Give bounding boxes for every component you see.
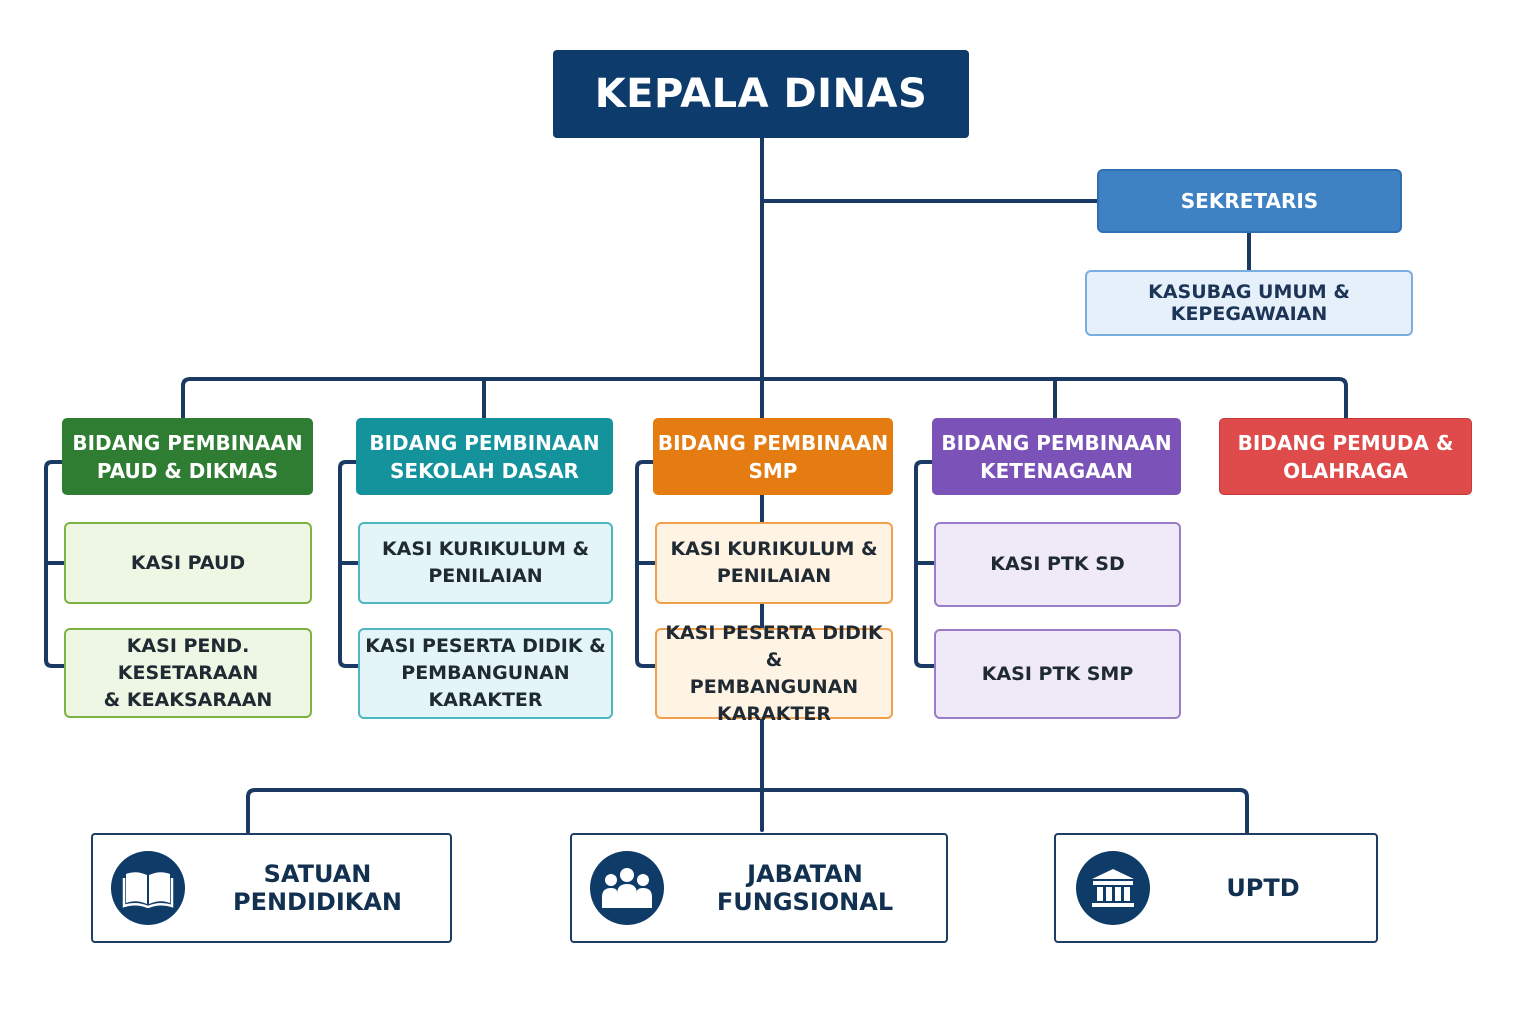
bidang-smp[interactable]: BIDANG PEMBINAAN SMP	[653, 418, 893, 495]
kasi-kesetaraan[interactable]: KASI PEND. KESETARAAN & KEAKSARAAN	[64, 628, 312, 718]
bidang-line1: BIDANG PEMBINAAN	[369, 430, 600, 455]
kasi-line2: PEMBANGUNAN KARAKTER	[401, 662, 570, 711]
unit-uptd[interactable]: UPTD	[1054, 833, 1378, 943]
unit-label: UPTD	[1226, 874, 1300, 902]
bidang-line2: OLAHRAGA	[1283, 458, 1408, 483]
kasi-line1: KASI PTK SD	[990, 553, 1125, 575]
kasi-peserta-didik-smp[interactable]: KASI PESERTA DIDIK &PEMBANGUNAN KARAKTER	[655, 622, 893, 725]
book-icon	[111, 851, 185, 925]
kasi-line1: KASI PEND. KESETARAAN	[117, 634, 259, 684]
head-box[interactable]: KEPALA DINAS	[553, 50, 969, 138]
head-title: KEPALA DINAS	[594, 71, 928, 117]
bidang-line1: BIDANG PEMBINAAN	[657, 430, 889, 455]
bidang-pemuda-olahraga[interactable]: BIDANG PEMUDA & OLAHRAGA	[1219, 418, 1472, 495]
bidang-line1: BIDANG PEMBINAAN	[72, 430, 303, 455]
kasi-peserta-didik-sd[interactable]: KASI PESERTA DIDIK & PEMBANGUNAN KARAKTER	[358, 628, 613, 719]
kasi-line2: PEMBANGUNAN KARAKTER	[689, 675, 859, 725]
bidang-line2: PAUD & DIKMAS	[96, 458, 279, 483]
unit-satuan-pendidikan[interactable]: SATUAN PENDIDIKAN	[91, 833, 452, 943]
bidang-line1: BIDANG PEMBINAAN	[941, 430, 1172, 455]
secretary-box[interactable]: SEKRETARIS	[1097, 169, 1402, 233]
bidang-ketenagaan[interactable]: BIDANG PEMBINAAN KETENAGAAN	[932, 418, 1181, 495]
kasi-line1: KASI PAUD	[130, 551, 246, 574]
kasubag-title: KASUBAG UMUM & KEPEGAWAIAN	[1148, 281, 1350, 325]
unit-label: JABATAN FUNGSIONAL	[716, 860, 894, 916]
institution-icon	[1076, 851, 1150, 925]
bidang-line2: SEKOLAH DASAR	[390, 458, 579, 483]
bidang-sekolah-dasar[interactable]: BIDANG PEMBINAAN SEKOLAH DASAR	[356, 418, 613, 495]
kasi-kurikulum-smp[interactable]: KASI KURIKULUM & PENILAIAN	[655, 522, 893, 604]
bidang-line1: BIDANG PEMUDA &	[1237, 430, 1454, 455]
kasi-kurikulum-sd[interactable]: KASI KURIKULUM & PENILAIAN	[358, 522, 613, 604]
bidang-paud-dikmas[interactable]: BIDANG PEMBINAAN PAUD & DIKMAS	[62, 418, 313, 495]
kasi-line2: PENILAIAN	[428, 565, 543, 587]
kasi-line2: & KEAKSARAAN	[103, 688, 273, 711]
unit-jabatan-fungsional[interactable]: JABATAN FUNGSIONAL	[570, 833, 948, 943]
kasi-ptk-smp[interactable]: KASI PTK SMP	[934, 629, 1181, 719]
bidang-line2: SMP	[748, 458, 798, 483]
bidang-line2: KETENAGAAN	[980, 458, 1133, 483]
kasi-line1: KASI KURIKULUM &	[670, 538, 878, 560]
unit-label: SATUAN PENDIDIKAN	[232, 860, 403, 916]
secretary-title: SEKRETARIS	[1180, 189, 1319, 213]
kasi-line1: KASI PTK SMP	[981, 662, 1134, 685]
kasi-line1: KASI KURIKULUM &	[381, 538, 590, 560]
kasubag-box[interactable]: KASUBAG UMUM & KEPEGAWAIAN	[1085, 270, 1413, 336]
kasi-line1: KASI PESERTA DIDIK &	[365, 635, 606, 657]
kasi-ptk-sd[interactable]: KASI PTK SD	[934, 522, 1181, 607]
kasi-line2: PENILAIAN	[716, 565, 832, 587]
kasi-line1: KASI PESERTA DIDIK &	[665, 621, 883, 671]
people-icon	[590, 851, 664, 925]
kasi-paud[interactable]: KASI PAUD	[64, 522, 312, 604]
